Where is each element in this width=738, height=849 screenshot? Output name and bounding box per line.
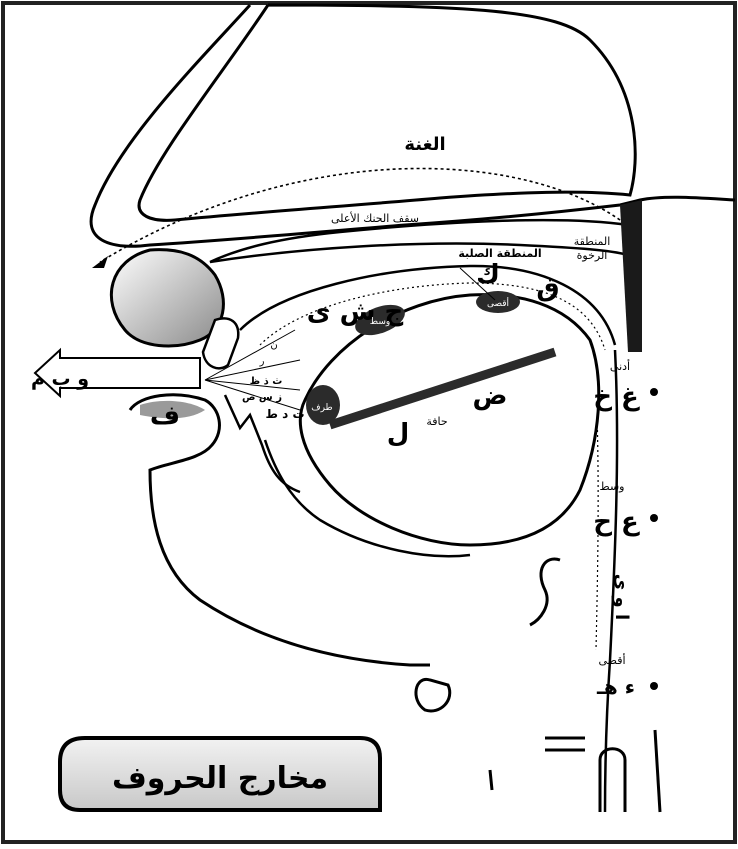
label-aqsa: أقصى [598, 653, 625, 667]
label-adna: أدنى [610, 359, 630, 373]
trachea-line [655, 730, 660, 812]
letters-tha-dhal-za: ث ذ ظ [250, 376, 283, 387]
label-soft-zone-2: الرخوة [577, 249, 608, 262]
letters-ain-ha: ع ح [593, 507, 640, 537]
letter-kaf: ك [476, 260, 500, 290]
small-mark [490, 770, 492, 790]
letter-ra: ر [259, 356, 265, 367]
label-hard-zone: المنطقة الصلبة [458, 247, 541, 260]
letter-qaf: ق [536, 273, 559, 303]
epiglottis [530, 559, 560, 625]
letter-lam: ل [387, 419, 410, 449]
page-title: مخارج الحروف [112, 761, 328, 796]
bullet-wasat [650, 514, 658, 522]
label-wasat-tongue: وسط [370, 317, 390, 327]
letter-fa: ف [150, 401, 180, 431]
letters-za-sin-sad: ز س ص [242, 392, 282, 403]
nasal-cavity-outline [139, 5, 635, 220]
hyoid [416, 679, 450, 711]
label-hard-palate: سقف الحنك الأعلى [331, 211, 419, 225]
letters-ta-dal-tta: ت د ط [265, 407, 304, 421]
upper-lip [111, 250, 223, 346]
label-taraf: طرف [311, 403, 332, 413]
label-ghunna: الغنة [404, 134, 445, 155]
letter-dad: ض [473, 381, 508, 411]
label-wasat: وسط [600, 480, 625, 493]
vocal-cords [600, 749, 625, 812]
label-soft-zone-1: المنطقة [574, 235, 611, 248]
letters-ghain-kha: غ خ [593, 382, 640, 412]
letters-hamza-ha: ء هـ [596, 675, 635, 699]
letter-nun-ra: ن [270, 340, 277, 351]
soft-palate-bar [620, 200, 642, 352]
letters-waw-ba-mim: و ب م [31, 368, 89, 390]
letters-alif-waw-ya: ا و ى [611, 574, 632, 620]
label-hafa: حافة [426, 415, 447, 428]
bullet-aqsa [650, 682, 658, 690]
bullet-adna [650, 388, 658, 396]
hard-palate [210, 220, 628, 262]
label-aqsa-tongue: أقصى [487, 297, 509, 309]
